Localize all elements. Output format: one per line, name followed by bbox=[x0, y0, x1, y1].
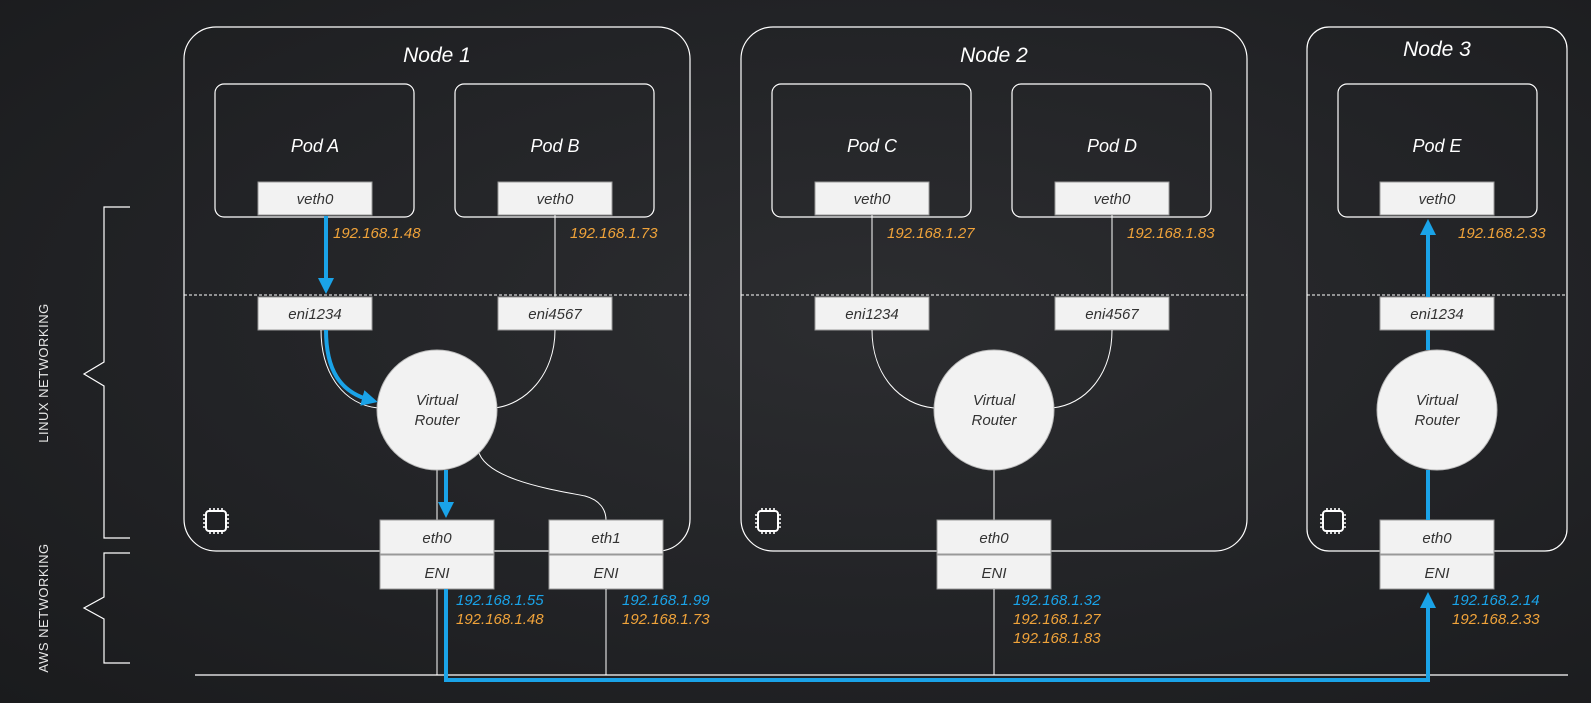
linux-networking-label: LINUX NETWORKING bbox=[36, 303, 51, 442]
node-2-eni1234-label: eni1234 bbox=[845, 306, 898, 323]
pod-a-veth0 bbox=[257, 181, 373, 216]
node-1-eth1 bbox=[548, 519, 664, 555]
flow-across-vpc bbox=[444, 589, 1436, 682]
node-1-eth0-primary-ip: 192.168.1.55 bbox=[456, 592, 544, 609]
node-2-eni1234 bbox=[814, 296, 930, 331]
node-3-eni-0-label: ENI bbox=[1424, 565, 1449, 582]
node-2-eth0-secondary-ip-2: 192.168.1.83 bbox=[1013, 630, 1101, 647]
node-2-virtual-router bbox=[933, 349, 1055, 471]
node-1-eni4567-to-router bbox=[493, 329, 556, 409]
node-3-eth0 bbox=[1379, 519, 1495, 555]
pod-b-veth0-label: veth0 bbox=[537, 191, 574, 208]
node-3-eth0-secondary-ip: 192.168.2.33 bbox=[1452, 611, 1540, 628]
pod-c-veth0-label: veth0 bbox=[854, 191, 891, 208]
pod-d-ip: 192.168.1.83 bbox=[1127, 225, 1215, 242]
node-3-eni1234-label: eni1234 bbox=[1410, 306, 1463, 323]
node-2-eni4567-label: eni4567 bbox=[1085, 306, 1139, 323]
node-2-eth0-secondary-ip-1: 192.168.1.27 bbox=[1013, 611, 1101, 628]
node-2-eth0-label: eth0 bbox=[979, 530, 1009, 547]
node-2-eni-0 bbox=[936, 554, 1052, 590]
linux-brace bbox=[82, 206, 130, 539]
node-1-eth0-secondary-ip: 192.168.1.48 bbox=[456, 611, 544, 628]
node-1-eni4567 bbox=[497, 296, 613, 331]
pod-a-label: Pod A bbox=[291, 136, 339, 156]
node-3-eth0-primary-ip: 192.168.2.14 bbox=[1452, 592, 1540, 609]
node-3-eni1234 bbox=[1379, 296, 1495, 331]
node-1-eni1234-to-router bbox=[320, 329, 379, 409]
node-3-virtual-router bbox=[1376, 349, 1498, 471]
pod-a bbox=[214, 83, 415, 218]
node-1-router-to-eth1 bbox=[477, 449, 607, 521]
node-3-frame bbox=[1306, 26, 1568, 552]
node-2-eni-0-label: ENI bbox=[981, 565, 1006, 582]
pod-c-veth0 bbox=[814, 181, 930, 216]
chip-icon bbox=[755, 508, 781, 534]
chip-icon bbox=[203, 508, 229, 534]
node-1-title: Node 1 bbox=[403, 44, 471, 67]
node-3-router-line2: Router bbox=[1414, 412, 1460, 429]
pod-c-ip: 192.168.1.27 bbox=[887, 225, 975, 242]
node-2-eth0-primary-ip: 192.168.1.32 bbox=[1013, 592, 1101, 609]
node-1-eth1-secondary-ip: 192.168.1.73 bbox=[622, 611, 710, 628]
node-2-eni1234-to-router bbox=[871, 329, 935, 409]
pod-e-veth0-label: veth0 bbox=[1419, 191, 1456, 208]
pod-d-veth0-label: veth0 bbox=[1094, 191, 1131, 208]
node-3-eth0-label: eth0 bbox=[1422, 530, 1452, 547]
node-2-eth0 bbox=[936, 519, 1052, 555]
pod-e-veth0 bbox=[1379, 181, 1495, 216]
node-1-eni1234-label: eni1234 bbox=[288, 306, 341, 323]
node-1: Node 1 Pod A veth0 Pod B veth0 192.168.1… bbox=[183, 26, 710, 675]
pod-c-label: Pod C bbox=[847, 136, 898, 156]
pod-e-ip: 192.168.2.33 bbox=[1458, 225, 1546, 242]
pod-b-veth0 bbox=[497, 181, 613, 216]
chip-icon bbox=[1320, 508, 1346, 534]
pod-b-label: Pod B bbox=[530, 136, 579, 156]
pod-e-label: Pod E bbox=[1412, 136, 1462, 156]
node-2-eni4567-to-router bbox=[1051, 329, 1113, 409]
node-3: Node 3 Pod E veth0 192.168.2.33 eni1234 … bbox=[1306, 26, 1568, 628]
node-1-eni-0-label: ENI bbox=[424, 565, 449, 582]
node-2-title: Node 2 bbox=[960, 44, 1028, 67]
node-1-virtual-router bbox=[376, 349, 498, 471]
pod-a-ip: 192.168.1.48 bbox=[333, 225, 421, 242]
pod-e bbox=[1337, 83, 1538, 218]
pod-d-label: Pod D bbox=[1087, 136, 1137, 156]
pod-a-veth0-label: veth0 bbox=[297, 191, 334, 208]
aws-networking-label: AWS NETWORKING bbox=[36, 543, 51, 672]
node-2: Node 2 Pod C veth0 Pod D veth0 192.168.1… bbox=[740, 26, 1248, 675]
node-1-eth1-label: eth1 bbox=[591, 530, 620, 547]
node-1-eni-1 bbox=[548, 554, 664, 590]
node-2-router-line1: Virtual bbox=[973, 392, 1016, 409]
node-1-router-line2: Router bbox=[414, 412, 460, 429]
node-2-router-line2: Router bbox=[971, 412, 1017, 429]
node-3-eni-0 bbox=[1379, 554, 1495, 590]
node-1-eni1234 bbox=[257, 296, 373, 331]
node-1-eth1-primary-ip: 192.168.1.99 bbox=[622, 592, 710, 609]
node-3-title: Node 3 bbox=[1403, 38, 1471, 61]
node-1-eni4567-label: eni4567 bbox=[528, 306, 582, 323]
node-3-router-line1: Virtual bbox=[1416, 392, 1459, 409]
node-1-eth0-label: eth0 bbox=[422, 530, 452, 547]
pod-b-ip: 192.168.1.73 bbox=[570, 225, 658, 242]
node-1-router-line1: Virtual bbox=[416, 392, 459, 409]
flow-eni-to-router bbox=[324, 329, 378, 406]
node-1-eni-1-label: ENI bbox=[593, 565, 618, 582]
packet-flow bbox=[318, 216, 1436, 682]
side-labels: LINUX NETWORKING AWS NETWORKING bbox=[36, 206, 130, 673]
node-1-eth0 bbox=[379, 519, 495, 555]
aws-brace bbox=[82, 552, 130, 664]
